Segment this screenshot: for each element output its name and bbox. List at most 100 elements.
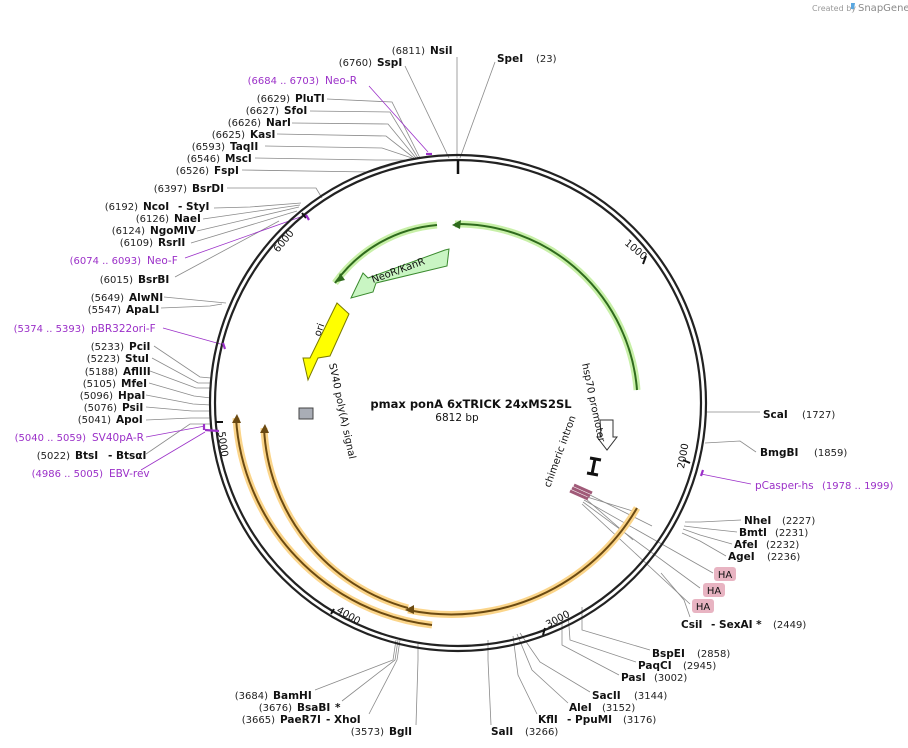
ha-tag-cluster bbox=[569, 483, 593, 501]
site-name-bsrdi[interactable]: BsrDI bbox=[192, 183, 224, 195]
site-pos: (3152) bbox=[602, 703, 635, 714]
site-pos: (2449) bbox=[773, 620, 806, 631]
site-name-bmti[interactable]: BmtI bbox=[739, 527, 767, 539]
ori-label: ori bbox=[312, 322, 327, 338]
sv40-polya-box bbox=[298, 407, 314, 420]
site-name-msci[interactable]: MscI bbox=[225, 153, 252, 165]
site-name-ngomiv[interactable]: NgoMIV bbox=[150, 225, 197, 237]
site-name-naei[interactable]: NaeI bbox=[174, 213, 201, 225]
site-pos: (3665) bbox=[242, 715, 275, 726]
site-name-afei[interactable]: AfeI bbox=[734, 539, 758, 551]
site-name-psii[interactable]: PsiI bbox=[122, 402, 143, 414]
site-name-btsi[interactable]: BtsI bbox=[75, 450, 98, 462]
site-name-apoi[interactable]: ApoI bbox=[116, 414, 143, 426]
site-name-stui[interactable]: StuI bbox=[125, 353, 149, 365]
site-name-pasi[interactable]: PasI bbox=[621, 672, 646, 684]
site-name-sspi[interactable]: SspI bbox=[377, 57, 402, 69]
site-name-alei[interactable]: AleI bbox=[569, 702, 592, 714]
site-pos: (2858) bbox=[697, 649, 730, 660]
site-name-nhei[interactable]: NheI bbox=[744, 515, 771, 527]
site-pos: (2232) bbox=[766, 540, 799, 551]
site-pos: (6546) bbox=[187, 154, 220, 165]
site-name-fspi[interactable]: FspI bbox=[214, 165, 239, 177]
hsp70-promoter-feature: hsp70 promoter bbox=[579, 362, 619, 451]
site-name-rsrii[interactable]: RsrII bbox=[158, 237, 185, 249]
site-name-sfoi[interactable]: SfoI bbox=[284, 105, 307, 117]
site-name-taqii[interactable]: TaqII bbox=[230, 141, 258, 153]
site-extra-sexai[interactable]: - SexAI * bbox=[711, 619, 762, 631]
primer-labels[interactable]: (6684 .. 6703) Neo-R (6074 .. 6093) Neo-… bbox=[14, 75, 894, 492]
primer-name-ebv-rev[interactable]: EBV-rev bbox=[109, 468, 150, 480]
site-pos: (6625) bbox=[212, 130, 245, 141]
site-extra-xhoi[interactable]: - XhoI bbox=[326, 714, 361, 726]
site-name-bspei[interactable]: BspEI bbox=[652, 648, 685, 660]
site-extra-bsabi[interactable]: * bbox=[335, 702, 341, 714]
site-name-nsii[interactable]: NsiI bbox=[430, 45, 453, 57]
site-name-kasi[interactable]: KasI bbox=[250, 129, 275, 141]
chimeric-intron-label: chimeric intron bbox=[542, 414, 578, 489]
site-pos: (2227) bbox=[782, 516, 815, 527]
site-name-alwni[interactable]: AlwNI bbox=[129, 292, 163, 304]
site-pos: (6526) bbox=[176, 166, 209, 177]
site-extra-ppumi[interactable]: - PpuMI bbox=[567, 714, 612, 726]
site-labels[interactable]: (6811) NsiI SpeI (23) (6760) SspI (6629)… bbox=[37, 45, 848, 738]
site-name-hpai[interactable]: HpaI bbox=[118, 390, 145, 402]
site-name-pluti[interactable]: PluTI bbox=[295, 93, 325, 105]
site-name-bsrbi[interactable]: BsrBI bbox=[138, 274, 169, 286]
site-extra-btsai[interactable]: - BtsαI bbox=[108, 450, 146, 462]
site-name-bamhi[interactable]: BamHI bbox=[273, 690, 312, 702]
tick-label-2000: 2000 bbox=[676, 443, 691, 470]
site-name-agei[interactable]: AgeI bbox=[728, 551, 755, 563]
site-name-paer7i[interactable]: PaeR7I bbox=[280, 714, 321, 726]
ha-tag-1 bbox=[714, 567, 736, 581]
site-name-csii[interactable]: CsiI bbox=[681, 619, 702, 631]
ha-tag-3-label: HA bbox=[696, 602, 711, 613]
primer-range: (1978 .. 1999) bbox=[822, 481, 894, 492]
primer-name-neo-r[interactable]: Neo-R bbox=[325, 75, 357, 87]
primer-range: (6074 .. 6093) bbox=[70, 256, 142, 267]
tick-label-1000: 1000 bbox=[622, 238, 649, 263]
site-name-scai[interactable]: ScaI bbox=[763, 409, 788, 421]
site-pos: (3573) bbox=[351, 727, 384, 738]
primer-range: (5040 .. 5059) bbox=[15, 433, 87, 444]
site-name-kfli[interactable]: KflI bbox=[538, 714, 558, 726]
primer-range: (5374 .. 5393) bbox=[14, 324, 86, 335]
tick-labels: 1000 2000 3000 4000 5000 6000 bbox=[215, 228, 691, 630]
site-pos: (6760) bbox=[339, 58, 372, 69]
primer-name-pcasper-hs[interactable]: pCasper-hs bbox=[755, 480, 814, 492]
neo-kan-feature: NeoR/KanR bbox=[332, 221, 450, 299]
site-name-afliii[interactable]: AflIII bbox=[123, 366, 151, 378]
site-name-bgli[interactable]: BglI bbox=[389, 726, 412, 738]
ha-tag-2 bbox=[703, 583, 725, 597]
tick-label-5000: 5000 bbox=[215, 431, 229, 458]
green-cds-arc bbox=[452, 220, 641, 391]
site-pos: (3176) bbox=[623, 715, 656, 726]
site-pos: (23) bbox=[536, 54, 557, 65]
site-pos: (1727) bbox=[802, 410, 835, 421]
site-name-sacii[interactable]: SacII bbox=[592, 690, 621, 702]
plasmid-size: 6812 bp bbox=[435, 412, 479, 424]
site-extra-styi[interactable]: - StyI bbox=[178, 201, 209, 213]
primer-name-sv40pa-r[interactable]: SV40pA-R bbox=[92, 432, 144, 444]
site-name-apali[interactable]: ApaLI bbox=[126, 304, 159, 316]
primer-name-pbr322ori-f[interactable]: pBR322ori-F bbox=[91, 323, 156, 335]
primer-name-neo-f[interactable]: Neo-F bbox=[147, 255, 178, 267]
site-name-spei[interactable]: SpeI bbox=[497, 53, 523, 65]
site-pos: (6626) bbox=[228, 118, 261, 129]
primer-leaders bbox=[140, 85, 752, 485]
tick-label-3000: 3000 bbox=[544, 609, 572, 631]
site-name-mfei[interactable]: MfeI bbox=[121, 378, 147, 390]
site-name-paqci[interactable]: PaqCI bbox=[638, 660, 672, 672]
site-name-bmgbi[interactable]: BmgBI bbox=[760, 447, 798, 459]
ori-feature: ori bbox=[302, 302, 350, 382]
orange-cds-arcs bbox=[232, 414, 641, 629]
site-name-nari[interactable]: NarI bbox=[266, 117, 291, 129]
site-name-pcii[interactable]: PciI bbox=[129, 341, 150, 353]
site-name-bsabi[interactable]: BsaBI bbox=[297, 702, 330, 714]
tick-label-4000: 4000 bbox=[335, 605, 363, 627]
site-pos: (5188) bbox=[85, 367, 118, 378]
site-name-ncoi[interactable]: NcoI bbox=[143, 201, 169, 213]
site-pos: (5233) bbox=[91, 342, 124, 353]
site-name-sali[interactable]: SalI bbox=[491, 726, 513, 738]
